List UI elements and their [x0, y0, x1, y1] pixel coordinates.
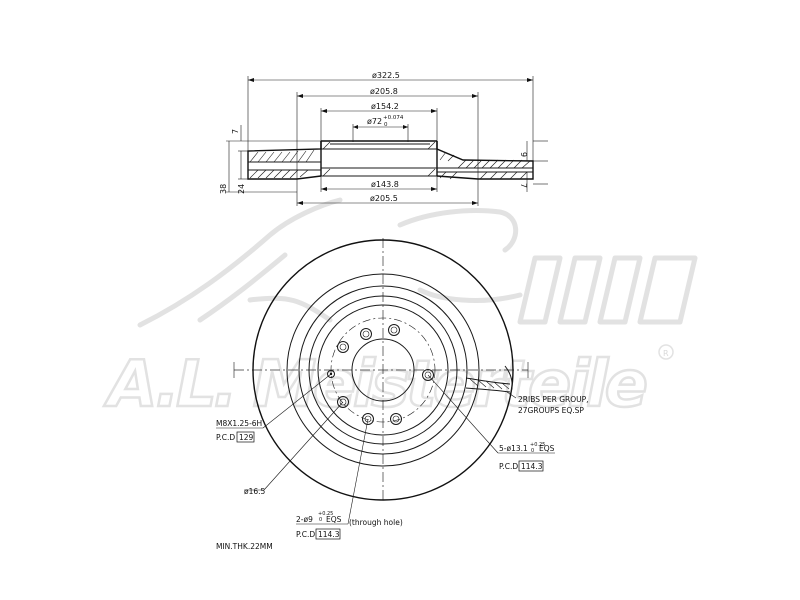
stud-tol-upper: +0.25	[530, 442, 545, 448]
through-eqs-text: EQS	[326, 515, 342, 524]
registered-mark-text: R	[663, 349, 669, 358]
bolt-pcd-box	[236, 431, 255, 443]
dim-top-205-text: ø205.8	[370, 87, 398, 96]
hat-step-2	[317, 304, 449, 436]
hatch-hat	[322, 141, 436, 177]
stud-hole	[388, 324, 400, 336]
center-bore	[351, 338, 415, 402]
dim-inner-vent-text: ø143.8	[371, 180, 399, 189]
dim-top-205: ø205.8	[297, 87, 478, 98]
callout-stud-holes: 5-ø13.1 +0.25 0 EQS P.C.D 114.3	[427, 374, 555, 472]
through-hole	[362, 413, 374, 425]
stud-tol-lower: 0	[531, 448, 534, 454]
stud-pcd-value: 114.3	[521, 462, 543, 471]
through-tol-lower: 0	[319, 517, 322, 523]
stud-holes-text: 5-ø13.1	[499, 444, 528, 453]
through-holes-text: 2-ø9	[296, 515, 313, 524]
ribs-line2-text: 27GROUPS EQ.SP	[518, 406, 584, 415]
dim-hat-154: ø154.2	[321, 102, 437, 113]
stud-hole	[337, 341, 349, 353]
dim-bottom-205: ø205.5	[297, 194, 478, 205]
ribs-detail	[465, 365, 513, 396]
through-pcd-value: 114.3	[318, 530, 340, 539]
dim-bore-tol-upper: +0.074	[383, 115, 404, 121]
callout-small-hole: ø16.5	[244, 401, 344, 496]
callout-bolt-thread: M8X1.25-6H P.C.D 129	[216, 373, 332, 443]
front-view	[233, 238, 529, 502]
bolt-pcd-label: P.C.D	[216, 433, 235, 442]
min-thickness-text: MIN.THK.22MM	[216, 542, 273, 551]
dim-hat-text: ø154.2	[371, 102, 399, 111]
dim-total-height-text: 38	[219, 184, 228, 194]
hat-outer-edge	[298, 285, 468, 455]
dim-bottom-205-text: ø205.5	[370, 194, 398, 203]
hat-step-1	[308, 295, 458, 445]
dim-bore-72: ø72 +0.074 0	[353, 115, 408, 129]
dim-outer: ø322.5	[248, 71, 533, 82]
through-tol-upper: +0.25	[318, 511, 333, 517]
hatch-left	[249, 149, 315, 179]
ribs-line1-text: 2RIBS PER GROUP,	[518, 395, 589, 404]
callout-ribs: 2RIBS PER GROUP, 27GROUPS EQ.SP	[506, 391, 589, 415]
through-pcd-label: P.C.D	[296, 530, 315, 539]
dim-inner-143: ø143.8	[321, 180, 437, 191]
stud-eqs-text: EQS	[539, 444, 555, 453]
watermark-logo: A.L. Meisterteile R	[102, 197, 698, 423]
callout-through-holes: 2-ø9 +0.25 0 EQS (through hole) P.C.D 11…	[296, 418, 403, 540]
stud-pcd-box	[518, 460, 544, 472]
friction-inner-edge	[286, 273, 480, 467]
watermark-brand-text: A.L. Meisterteile	[103, 348, 648, 422]
stud-hole	[360, 328, 372, 340]
stud-hole	[390, 413, 402, 425]
watermark-stripes	[517, 255, 698, 325]
section-view: ø322.5 ø205.8 ø154.2 ø72 +0.074 0	[219, 71, 548, 206]
registered-mark-icon	[658, 344, 674, 360]
dim-disc-thickness-text: 24	[237, 184, 246, 194]
hatch-right	[439, 151, 531, 180]
dim-bore-tol-lower: 0	[384, 122, 388, 128]
disc-outer-edge	[252, 239, 514, 501]
stud-hole	[337, 396, 349, 408]
bolt-thread-text: M8X1.25-6H	[216, 419, 262, 428]
dim-left-heights: 38 24 7	[219, 125, 321, 194]
stud-hole	[422, 369, 434, 381]
dim-right-heights: 9 7	[519, 140, 548, 192]
dim-right-thickness-text: 9	[519, 152, 528, 157]
stud-pcd-label: P.C.D	[499, 462, 518, 471]
stud-holes	[327, 324, 434, 425]
bolt-pcd-value: 129	[239, 433, 254, 442]
disc-profile	[247, 140, 534, 180]
dim-hat-thickness-text: 7	[231, 129, 240, 134]
dim-outer-text: ø322.5	[372, 71, 400, 80]
small-hole-text: ø16.5	[244, 487, 266, 496]
dim-bore-text: ø72	[367, 117, 382, 126]
dim-right-offset-text: 7	[519, 183, 528, 188]
through-note-text: (through hole)	[349, 518, 403, 527]
through-pcd-box	[315, 528, 341, 540]
